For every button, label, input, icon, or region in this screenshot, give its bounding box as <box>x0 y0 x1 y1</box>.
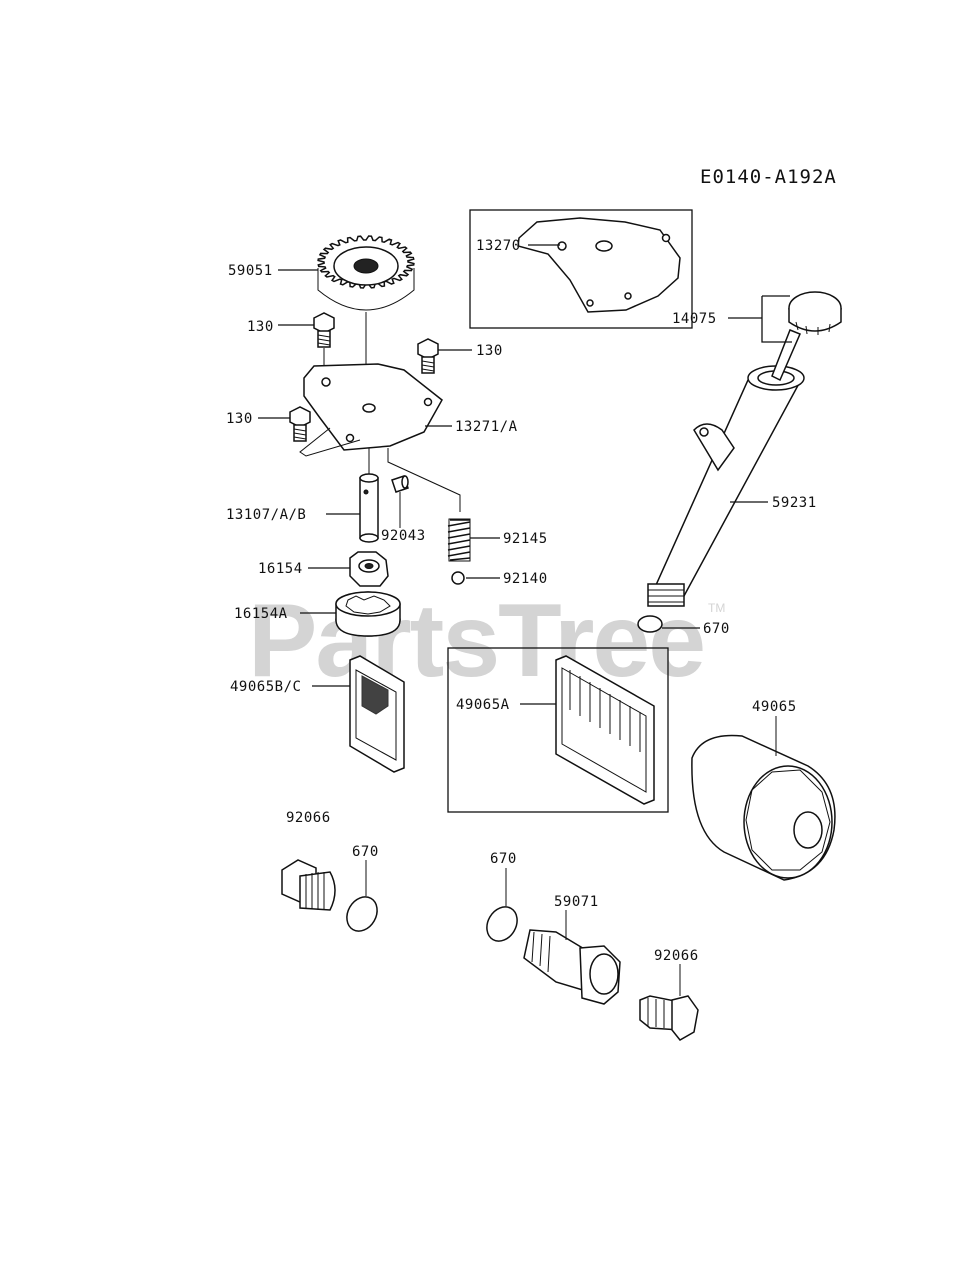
part-59051-gear[interactable] <box>317 235 415 311</box>
part-670-oring-left[interactable] <box>341 891 383 936</box>
watermark-text: PartsTree <box>248 583 704 699</box>
label-92145[interactable]: 92145 <box>503 531 548 547</box>
assembly-line-plate <box>387 448 461 512</box>
label-16154[interactable]: 16154 <box>258 561 303 577</box>
label-130-right[interactable]: 130 <box>476 343 503 359</box>
label-92066-right[interactable]: 92066 <box>654 948 699 964</box>
part-59231-filler-tube[interactable] <box>647 365 805 607</box>
part-130-bolt-left[interactable] <box>289 406 311 442</box>
label-92043[interactable]: 92043 <box>381 528 426 544</box>
callout-box-13270 <box>469 209 693 329</box>
label-13107[interactable]: 13107/A/B <box>226 507 306 523</box>
label-59071[interactable]: 59071 <box>554 894 599 910</box>
label-16154a[interactable]: 16154A <box>234 606 288 622</box>
part-670-oring-center[interactable] <box>481 901 523 946</box>
part-13270-plate[interactable] <box>517 217 681 313</box>
part-16154-inner-rotor[interactable] <box>349 551 389 587</box>
part-14075-dipstick[interactable] <box>771 291 842 382</box>
label-670-tube[interactable]: 670 <box>703 621 730 637</box>
part-49065bc-screen[interactable] <box>349 655 405 773</box>
part-130-bolt-right[interactable] <box>417 338 439 374</box>
part-92043-pin[interactable] <box>391 475 409 493</box>
label-13270[interactable]: 13270 <box>476 238 521 254</box>
part-92066-drain-plug-right[interactable] <box>639 995 699 1041</box>
label-670-center[interactable]: 670 <box>490 851 517 867</box>
callout-box-49065a <box>447 647 669 813</box>
part-92066-drain-plug-left[interactable] <box>281 859 336 911</box>
label-49065[interactable]: 49065 <box>752 699 797 715</box>
part-16154a-outer-rotor[interactable] <box>335 591 401 637</box>
leader-14075-bracket <box>761 296 792 343</box>
part-49065a-screen[interactable] <box>555 655 655 805</box>
label-92140[interactable]: 92140 <box>503 571 548 587</box>
label-670-left[interactable]: 670 <box>352 844 379 860</box>
watermark-trademark: TM <box>708 601 725 615</box>
label-59051[interactable]: 59051 <box>228 263 273 279</box>
part-92140-ball[interactable] <box>451 571 465 585</box>
label-59231[interactable]: 59231 <box>772 495 817 511</box>
part-13271-plate[interactable] <box>299 363 443 457</box>
label-13271[interactable]: 13271/A <box>455 419 518 435</box>
label-49065bc[interactable]: 49065B/C <box>230 679 301 695</box>
part-49065-oil-filter[interactable] <box>691 734 836 881</box>
part-59071-connector[interactable] <box>523 929 621 1005</box>
label-130-upper[interactable]: 130 <box>247 319 274 335</box>
label-92066-left[interactable]: 92066 <box>286 810 331 826</box>
diagram-code: E0140-A192A <box>700 166 837 188</box>
part-130-bolt-upper[interactable] <box>313 312 335 348</box>
part-13107-shaft[interactable] <box>359 473 379 543</box>
label-49065a[interactable]: 49065A <box>456 697 510 713</box>
part-670-oring-tube[interactable] <box>637 615 663 633</box>
label-14075[interactable]: 14075 <box>672 311 717 327</box>
label-130-left[interactable]: 130 <box>226 411 253 427</box>
part-92145-spring[interactable] <box>447 518 471 562</box>
